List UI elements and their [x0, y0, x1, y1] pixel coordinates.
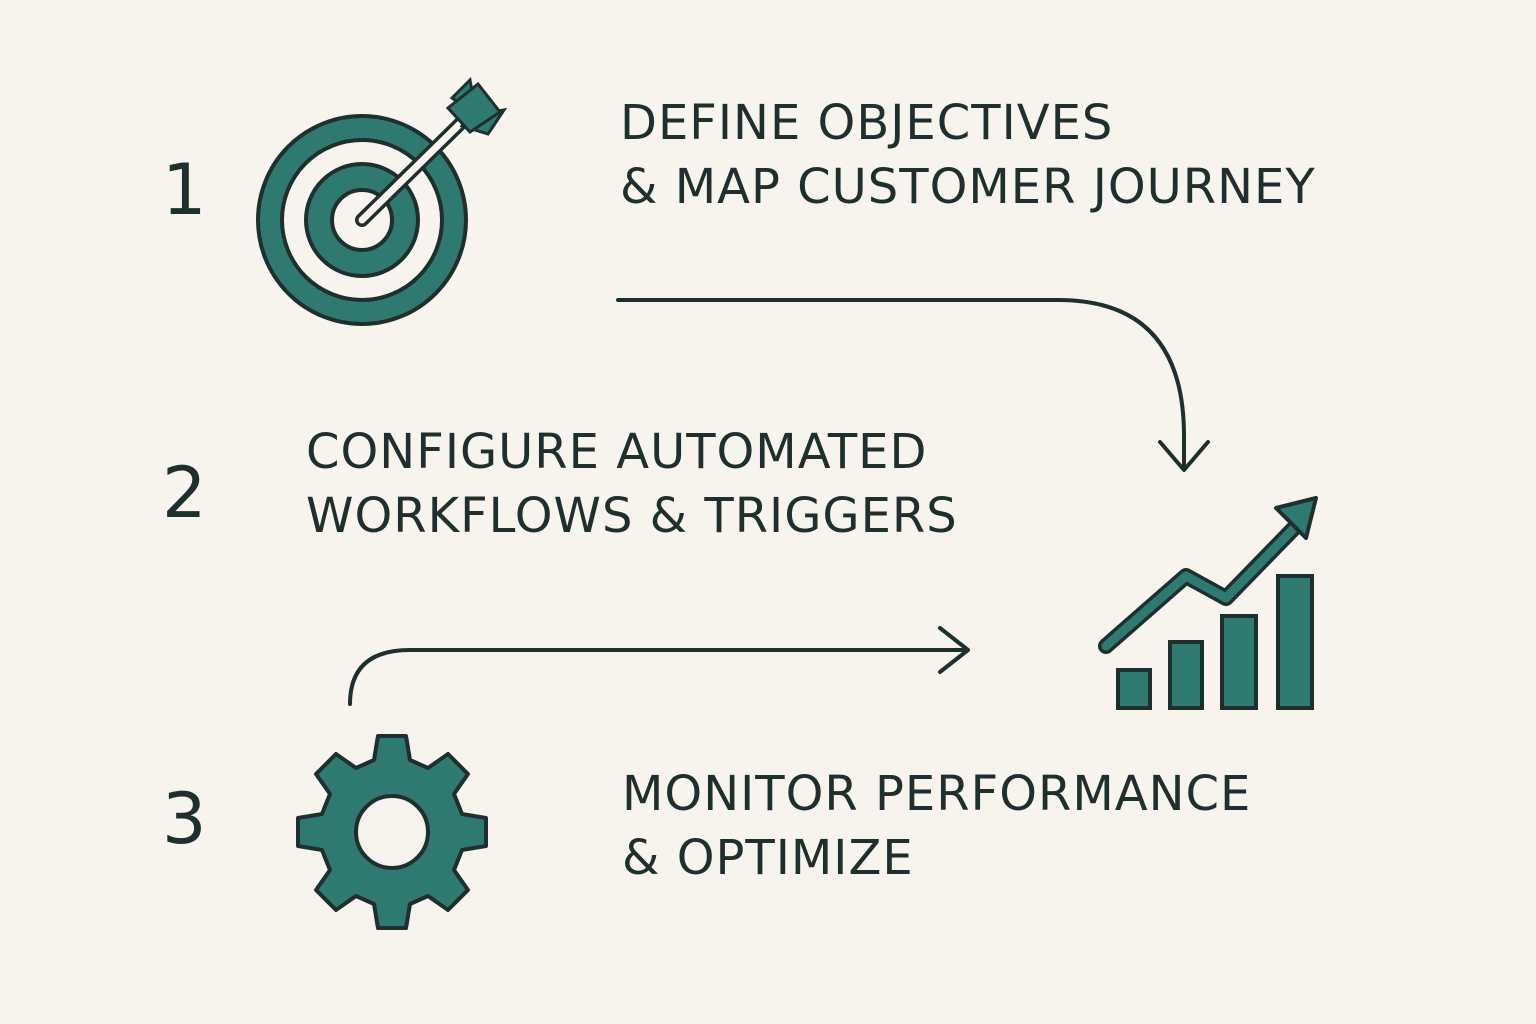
gear-icon	[296, 734, 488, 930]
target-with-arrow-icon	[256, 76, 508, 326]
step-3-line-2: & OPTIMIZE	[622, 830, 914, 887]
step-1-line-1: DEFINE OBJECTIVES	[620, 95, 1114, 151]
step-2-number: 2	[162, 452, 207, 534]
step-1-label: DEFINE OBJECTIVES & MAP CUSTOMER JOURNEY	[620, 91, 1316, 220]
step-3-line-1: MONITOR PERFORMANCE	[622, 766, 1252, 822]
step-2-label: CONFIGURE AUTOMATED WORKFLOWS & TRIGGERS	[306, 420, 958, 549]
step-2-line-2: WORKFLOWS & TRIGGERS	[306, 488, 958, 545]
step-1-line-2: & MAP CUSTOMER JOURNEY	[620, 159, 1316, 216]
step-3-number: 3	[162, 778, 207, 860]
step-1-number: 1	[162, 149, 207, 231]
connector-arrow-1	[616, 298, 1186, 468]
step-3-label: MONITOR PERFORMANCE & OPTIMIZE	[622, 762, 1251, 891]
growth-chart-icon	[1098, 496, 1318, 710]
step-2-line-1: CONFIGURE AUTOMATED	[306, 424, 928, 480]
connector-arrow-2	[348, 648, 966, 706]
